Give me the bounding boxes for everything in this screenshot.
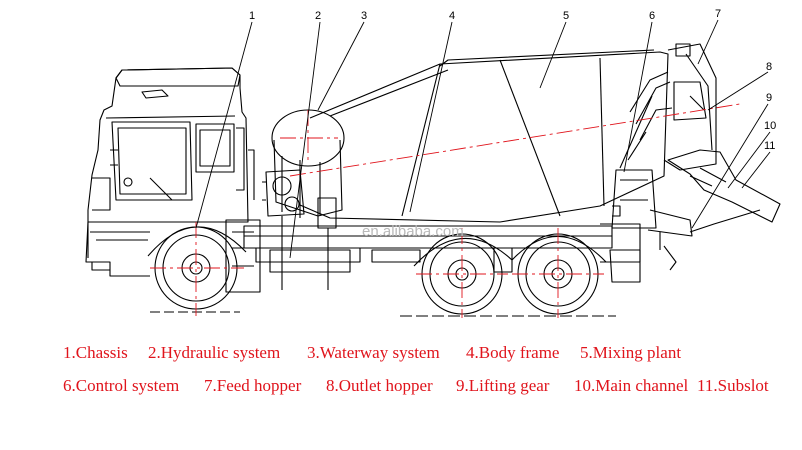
cab-outline [85,67,255,277]
legend-chassis: 1.Chassis [63,343,128,362]
watermark: en.alibaba.com [362,223,464,240]
mixing-drum [299,49,669,223]
outlet-chute [647,149,781,271]
callout-3: 3 [361,10,367,22]
legend-subslot: 11.Subslot [697,376,769,395]
callout-1: 1 [249,10,255,22]
legend-hydraulic-system: 2.Hydraulic system [148,343,281,362]
callout-7: 7 [715,8,721,20]
callout-4: 4 [449,10,455,22]
feed-hopper [663,43,717,171]
callout-9: 9 [766,92,772,104]
callout-2: 2 [315,10,321,22]
chassis-frame [225,219,641,293]
ground-reference [150,311,616,317]
callout-10: 10 [764,120,776,132]
legend-row-2: 6.Control system 7.Feed hopper 8.Outlet … [0,375,802,401]
legend-main-channel: 10.Main channel [574,376,689,395]
hydraulic-unit [262,169,337,290]
callout-8: 8 [766,61,772,73]
legend-lifting-gear: 9.Lifting gear [456,376,550,395]
legend-mixing-plant: 5.Mixing plant [580,343,682,362]
legend-outlet-hopper: 8.Outlet hopper [326,376,433,395]
callout-6: 6 [649,10,655,22]
legend-control-system: 6.Control system [63,376,180,395]
front-cone [271,109,345,218]
callout-5: 5 [563,10,569,22]
leader-lines [195,19,771,259]
callout-labels: 1 2 3 4 5 6 7 8 9 10 11 [249,8,776,152]
center-lines [150,103,741,318]
mixer-truck-diagram: 1 2 3 4 5 6 7 8 9 10 11 en.alibaba.com [85,8,781,318]
legend-body-frame: 4.Body frame [466,343,560,362]
legend-row-1: 1.Chassis 2.Hydraulic system 3.Waterway … [0,342,802,368]
rear-pedestal [611,71,673,229]
legend-feed-hopper: 7.Feed hopper [204,376,302,395]
legend-waterway-system: 3.Waterway system [307,343,440,362]
callout-11: 11 [764,140,775,152]
